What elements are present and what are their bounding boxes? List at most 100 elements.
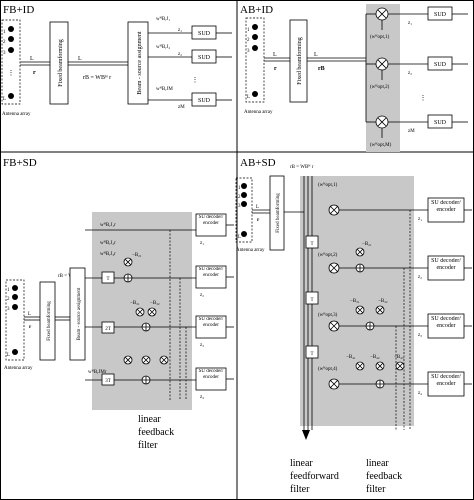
coef-b32: −B₃₂ [150,301,160,306]
caption-line: linear [138,414,161,425]
beam-source-label: Beam - source assignment [137,31,143,94]
antenna-num: 3 [238,204,241,209]
sud-box-1 [427,6,453,21]
weight-label-M: wᴴB,JM [156,86,173,92]
su-decoder-box-2 [427,255,465,281]
z-label-3: z₃ [200,343,204,348]
antenna-element [12,304,18,310]
output-dots: ⋮ [192,76,199,84]
antenna-num: L [238,235,241,240]
antenna-dots: ⋮ [8,69,15,77]
su-decoder-label: SU decoder/ encoder [431,374,461,387]
coef-b31: −B₃₁ [130,301,140,306]
z-label-1: z₁ [408,21,412,26]
weight-label-2: wᴴB,J₂ [156,44,170,50]
su-decoder-label: SU decoder/ encoder [198,215,224,226]
z-label-2: z₂ [200,293,204,298]
sud-label: SUD [434,120,447,126]
antenna-num: L [3,97,6,102]
fb-sd-mults [123,257,169,385]
caption-ff-line: filter [290,484,310,495]
z-label-3: z₃ [418,333,422,338]
z-label-1: z₁ [418,217,422,222]
antenna-element [252,45,258,51]
signal-L-label: L [28,312,31,317]
fixed-beamforming-label: Fixed beamforming [296,37,303,85]
antenna-num: L [7,353,10,358]
antenna-num: 1 [7,288,10,293]
ab-sd-weight-mults [328,204,340,390]
panel-title-ab-sd: AB+SD [240,157,276,169]
coef-b43: −B₄₃ [394,355,404,360]
beam-source-box [69,267,86,361]
caption-line: filter [138,440,158,451]
antenna-num: 1 [3,30,6,35]
coef-b21: −B₂₁ [132,253,142,258]
delay-box-T [101,271,115,284]
antenna-element [8,36,14,42]
antenna-array-label: Antenna array [2,112,31,117]
weight-label-4: (wᴴopt,4) [318,366,338,372]
weight-label-1: wᴴB,J₁ [156,16,170,22]
antenna-element [12,349,18,355]
fixed-beamforming-label: Fixed beamforming [276,193,281,233]
z-label-2: z₂ [178,52,182,57]
delay-box-T [305,345,319,359]
antenna-array-box [235,177,253,243]
weight-label-3: (wᴴopt,3) [318,312,338,318]
antenna-element [252,24,258,30]
sud-label: SUD [434,62,447,68]
panel-title-fb-sd: FB+SD [3,157,37,169]
panel-title-ab-id: AB+ID [240,4,273,16]
sud-box-M [191,92,217,107]
signal-r-label: r [29,325,32,330]
beam-source-label: Beam - source assignment [77,287,82,340]
antenna-element [241,201,247,207]
ab-sd-feedback [355,247,405,389]
delay-box-2T [101,321,115,334]
caption-fb-line: feedback [366,471,402,482]
panel-ab-id: AB+ID 1 2 3 L Antenna array L r Fixed be… [240,4,468,152]
weight-label-2: (wᴴopt,2) [318,252,338,258]
rB-equation: rB = WBᴴ r [290,164,314,170]
caption-fb-line: linear [366,458,389,469]
adaptive-shaded-area [366,4,400,152]
z-label-M: zM [178,105,185,110]
panel-fb-id: FB+ID 1 2 3 L ⋮ Antenna array L r Fixed … [1,4,232,117]
sud-label: SUD [434,12,447,18]
antenna-element [8,26,14,32]
weight-label-2: (wᴴopt,2) [370,84,390,90]
antenna-num: 2 [247,38,250,43]
output-dots: ⋮ [420,94,427,102]
beam-source-box [127,21,149,105]
su-decoder-label: SU decoder/ encoder [198,267,224,278]
antenna-element [241,192,247,198]
panel-ab-sd: AB+SD 1 2 3 L Antenna array L r Fixed be… [235,157,472,495]
delay-box-T [305,291,319,305]
su-decoder-label: SU decoder/ encoder [431,200,461,213]
delay-label: T [310,298,313,303]
antenna-num: 3 [247,49,250,54]
weight-label-3: wᴴB,J₃r [100,251,116,257]
fixed-beamforming-box [269,175,285,251]
sud-box-2 [191,49,217,64]
z-label-2: z₂ [408,71,412,76]
antenna-element [241,183,247,189]
signal-LB-label: L [78,56,82,62]
weight-label-M: (wᴴopt,M) [370,142,392,148]
antenna-element [12,285,18,291]
z-label-1: z₁ [178,28,182,33]
fixed-beamforming-label: Fixed beamforming [57,39,64,87]
antenna-element [252,91,258,97]
delay-box-T [305,235,319,249]
antenna-element [241,231,247,237]
signal-r-label: r [257,218,260,223]
panel-fb-sd: FB+SD 1 2 3 L Antenna array L r Fixed be… [3,157,234,451]
fixed-beamforming-box [39,281,56,361]
sud-label: SUD [198,98,211,104]
signal-L-label: L [273,52,277,58]
antenna-num: 1 [247,28,250,33]
antenna-element [252,34,258,40]
delay-label: T [310,242,313,247]
